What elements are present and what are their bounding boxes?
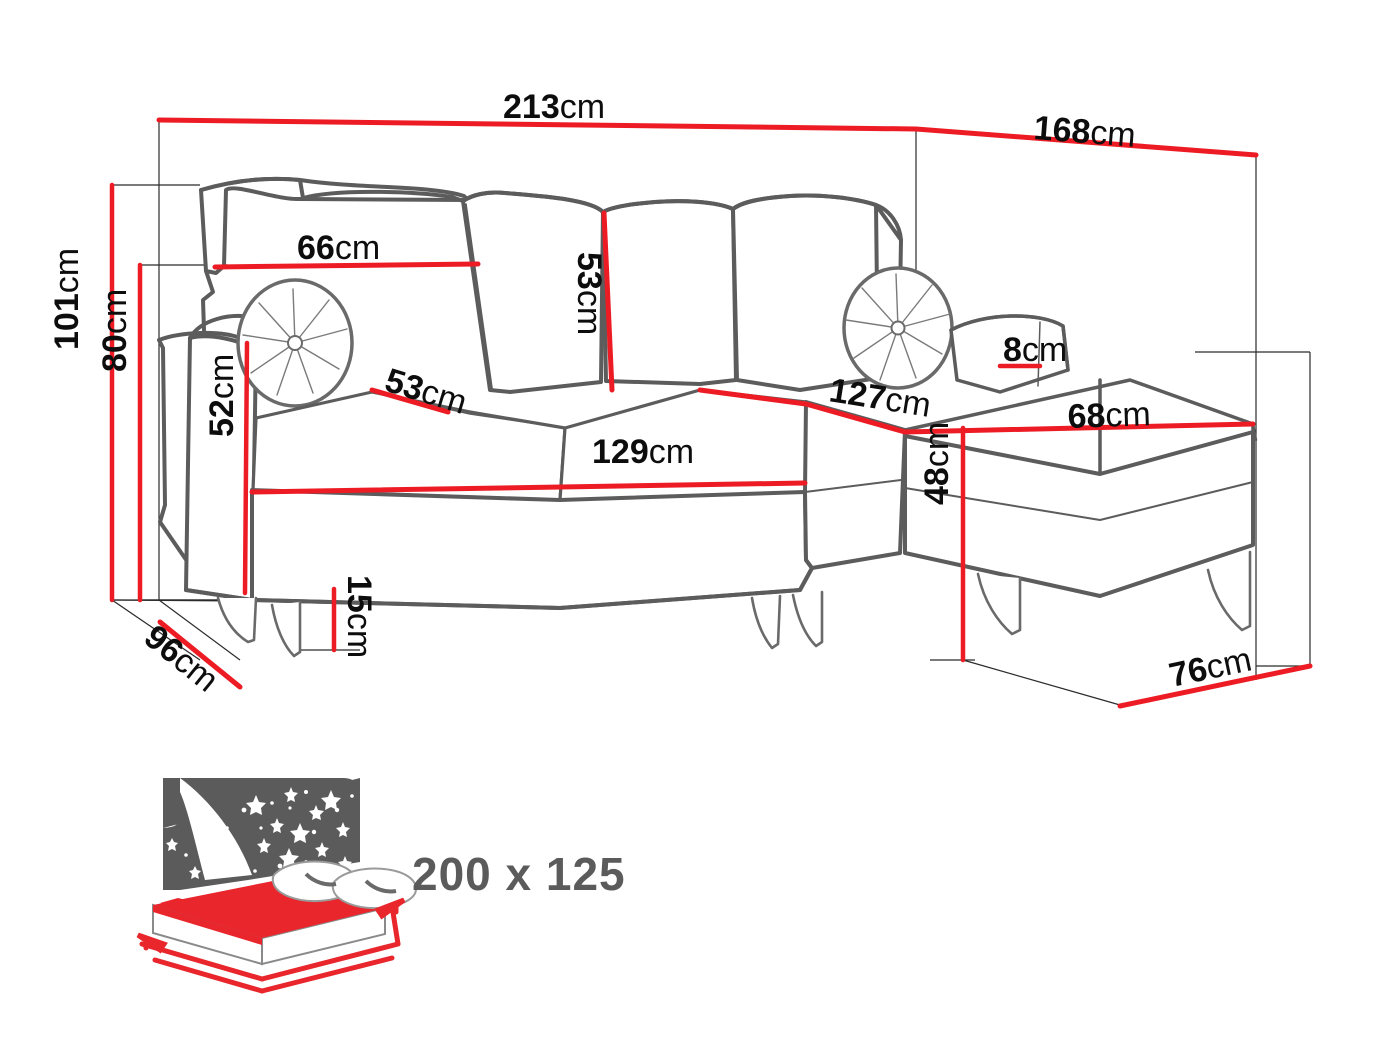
right-armrest-top [949, 314, 1070, 372]
dimline-213 [156, 117, 919, 132]
sofa-outline [157, 176, 1258, 658]
label-48: 48cm [918, 422, 956, 505]
right-armrest-inner [1037, 321, 1041, 387]
round-cushion-left [236, 278, 354, 408]
dimline-96 [157, 619, 243, 690]
mattress-bed-red-left [153, 905, 262, 945]
chaise-seam [904, 481, 1254, 521]
label-129: 129cm [592, 433, 694, 471]
dimline-127b [697, 387, 809, 407]
dimline-53-seat [369, 387, 451, 415]
label-68: 68cm [1067, 395, 1151, 436]
dimline-127 [803, 401, 908, 435]
dimension-lines-red [109, 117, 1313, 709]
label-66: 66cm [297, 229, 380, 267]
dimline-66 [212, 261, 481, 270]
label-213: 213cm [503, 88, 605, 126]
sleeping-eye-left [304, 872, 337, 887]
bed-size-label: 200 x 125 [412, 848, 626, 900]
label-168: 168cm [1032, 109, 1137, 155]
dimline-129 [249, 480, 808, 495]
bed-side-line2 [259, 941, 401, 982]
sleeping-eye-right [364, 879, 397, 894]
label-101: 101cm [48, 248, 86, 350]
bed-side-line [139, 941, 265, 982]
round-cushion-right [842, 266, 954, 390]
label-15: 15cm [340, 575, 378, 658]
bed-edge-red-right [389, 903, 401, 947]
dimline-52 [242, 340, 250, 596]
label-8: 8cm [1003, 331, 1067, 369]
leg-chaise-right [1206, 550, 1252, 632]
dimline-76 [1117, 663, 1313, 709]
leg-front-left [216, 596, 258, 644]
back-cushion-3 [601, 199, 738, 386]
bed-arrow-front2 [259, 955, 395, 994]
sofa-legs [216, 550, 1252, 658]
left-back-support [201, 269, 215, 332]
corner-block-seam [804, 479, 902, 493]
label-52: 52cm [203, 354, 241, 437]
leg-front-left2 [270, 600, 302, 658]
label-76: 76cm [1166, 640, 1255, 694]
dimline-53-back [601, 210, 615, 393]
sleeping-function-icon: 200 x 125 [136, 778, 626, 994]
label-80: 80cm [96, 289, 134, 372]
night-sky-extension [163, 818, 180, 890]
label-96: 96cm [137, 618, 226, 700]
sofa-front-base-edge [250, 488, 807, 502]
duvet-red [160, 898, 372, 933]
label-127: 127cm [827, 371, 934, 424]
sofa-front-bottom [184, 566, 814, 610]
dimension-labels: 213cm 168cm 66cm 53cm 101cm 80cm 52cm 53… [48, 88, 1255, 700]
leg-chaise-left [976, 572, 1022, 636]
bed-arrow-front [152, 957, 265, 994]
leg-front-mid2 [791, 590, 824, 648]
dimline-168 [913, 126, 1259, 158]
back-cushion-2b [465, 203, 493, 389]
label-53-back: 53cm [570, 252, 608, 335]
chaise-right-corner-top [1251, 422, 1258, 442]
crescent-moon [180, 778, 252, 880]
leg-front-mid [750, 594, 782, 650]
bed-dim-arrows [136, 897, 406, 994]
